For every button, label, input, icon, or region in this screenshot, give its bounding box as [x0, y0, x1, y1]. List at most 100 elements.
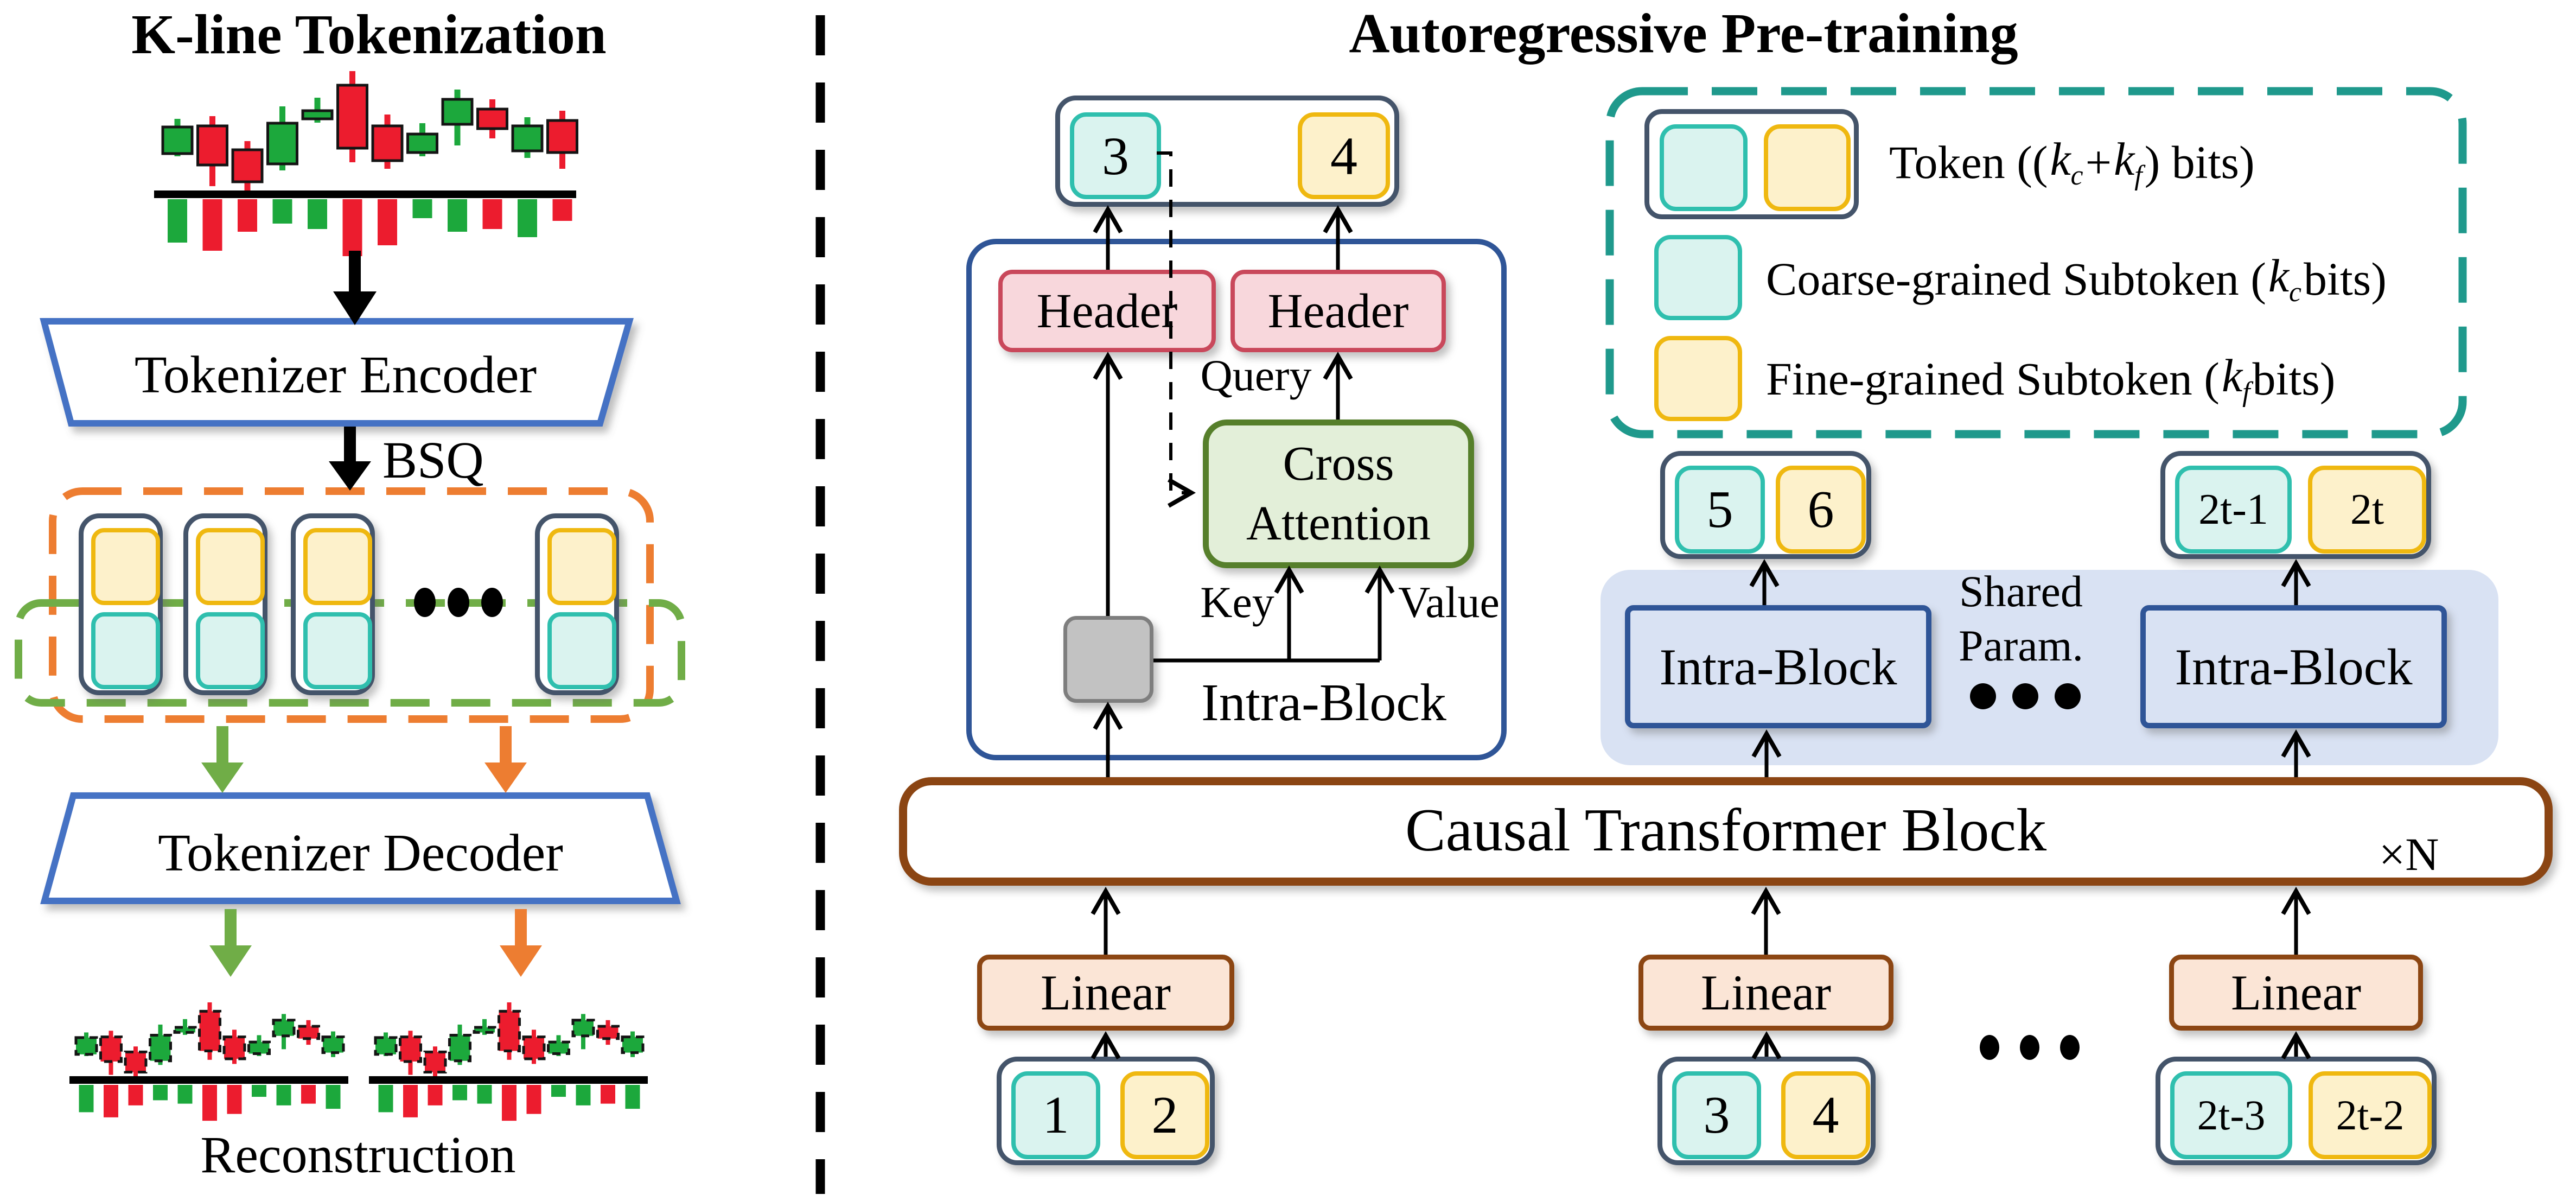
candle-body [423, 1050, 447, 1074]
query-label: Query [1200, 351, 1312, 401]
reconstruction-chart-right [369, 1002, 648, 1121]
volume-bar [403, 1085, 418, 1117]
token-pair-5-6: 5 6 [1660, 451, 1871, 559]
candle-body [198, 1009, 221, 1052]
legend-token-icon [1644, 109, 1859, 219]
legend-coarse-subtoken-icon [1654, 235, 1742, 320]
header-label: Header [1036, 284, 1178, 338]
down-arrow-orange-to-decoder [484, 726, 527, 793]
right-panel-title: Autoregressive Pre-training [1349, 2, 2018, 65]
query-dashed-arrow [1157, 151, 1196, 508]
candle-body [336, 84, 368, 150]
dot [1970, 683, 1996, 709]
candle-body [272, 1019, 296, 1038]
intra-block-right: Intra-Block [2140, 605, 2447, 728]
shared-param-line2: Param. [1959, 620, 2083, 670]
down-arrow-green-to-recon [209, 909, 252, 977]
candle-body [173, 1026, 197, 1034]
causal-transformer-block [899, 777, 2553, 886]
volume-bar [342, 199, 362, 256]
volume-bar [482, 199, 502, 229]
volume-bar [428, 1085, 443, 1105]
dot [414, 588, 436, 617]
down-arrow-chart-to-encoder [333, 251, 377, 325]
fine-subtoken [91, 528, 160, 605]
down-arrow-green-to-decoder [201, 726, 244, 793]
volume-bar [301, 1085, 316, 1104]
input-token-pair-2t3-2t2: 2t-3 2t-2 [2156, 1057, 2437, 1165]
coarse-subtoken [303, 612, 372, 689]
candle-body [196, 124, 228, 167]
coarse-subtoken [196, 612, 265, 689]
volume-bar [518, 199, 537, 237]
candle-body [546, 119, 578, 154]
fine-subtoken: 4 [1781, 1071, 1870, 1159]
candle-body [406, 132, 438, 154]
volume-bar [552, 199, 572, 221]
tokenizer-encoder-trapezoid [40, 318, 634, 427]
ellipsis-dots [414, 588, 2081, 1060]
tokenizer-decoder-label: Tokenizer Decoder [158, 823, 563, 882]
candle-body [231, 148, 264, 183]
volume-bar [153, 1085, 168, 1101]
coarse-subtoken: 3 [1672, 1071, 1761, 1159]
cross-attention-line2: Attention [1246, 497, 1431, 550]
volume-bar [477, 1085, 492, 1104]
coarse-subtoken [91, 612, 160, 689]
key-label: Key [1200, 577, 1274, 627]
fine-subtoken: 4 [1298, 112, 1390, 199]
coarse-subtoken: 1 [1011, 1071, 1100, 1159]
volume-bar [378, 1085, 393, 1113]
candle-body [571, 1019, 595, 1038]
volume-bar [452, 1085, 467, 1101]
volume-bar [526, 1085, 541, 1114]
cross-attention-box: Cross Attention [1203, 420, 1474, 568]
left-panel-title: K-line Tokenization [131, 3, 607, 66]
causal-transformer-label: Causal Transformer Block [1405, 797, 2047, 865]
down-arrow-orange-to-recon [500, 909, 542, 977]
candle-wick [482, 1019, 487, 1035]
fine-subtoken: 2t [2308, 466, 2426, 554]
dot [2020, 1035, 2039, 1060]
candle-body [321, 1035, 345, 1054]
chart-baseline [154, 190, 576, 198]
fine-subtoken: 6 [1776, 466, 1866, 554]
quantized-token-pair-2 [183, 513, 267, 695]
volume-bar [601, 1085, 615, 1104]
candle-wick [183, 1019, 187, 1035]
volume-bar [576, 1085, 591, 1105]
header-box-right: Header [1230, 270, 1446, 352]
candle-body [596, 1025, 620, 1040]
flow-arrows [1091, 205, 2311, 1059]
linear-label: Linear [1700, 965, 1832, 1020]
reconstruction-label: Reconstruction [200, 1125, 516, 1184]
dot [2012, 683, 2038, 709]
quantized-token-pair-3 [291, 513, 375, 695]
intra-block-left: Intra-Block [1625, 605, 1931, 728]
intra-block-detail-label: Intra-Block [1201, 673, 1446, 732]
candle-body [522, 1035, 546, 1060]
candle-body [247, 1040, 271, 1055]
candle-body [374, 1036, 398, 1056]
candle-body [161, 125, 194, 155]
hidden-state-box [1063, 616, 1153, 703]
header-box-left: Header [998, 270, 1216, 352]
candle-body [99, 1035, 123, 1063]
legend-fine-part-icon [1764, 124, 1851, 211]
linear-box-3: Linear [2169, 955, 2423, 1031]
linear-box-1: Linear [977, 955, 1234, 1031]
coarse-subtoken: 2t-1 [2175, 466, 2292, 554]
dot [481, 588, 503, 617]
fine-subtoken: 2 [1120, 1071, 1209, 1159]
fine-subtoken [196, 528, 265, 605]
candle-body [476, 107, 508, 130]
candle-body [441, 98, 474, 126]
volume-bar [252, 1085, 266, 1097]
bsq-label: BSQ [382, 430, 484, 489]
candle-body [266, 122, 298, 166]
volume-bar [326, 1085, 341, 1109]
linear-label: Linear [1040, 965, 1171, 1020]
dot [1980, 1035, 1999, 1060]
legend-fine-label: Fine-grained Subtoken (kf bits) [1766, 349, 2336, 408]
